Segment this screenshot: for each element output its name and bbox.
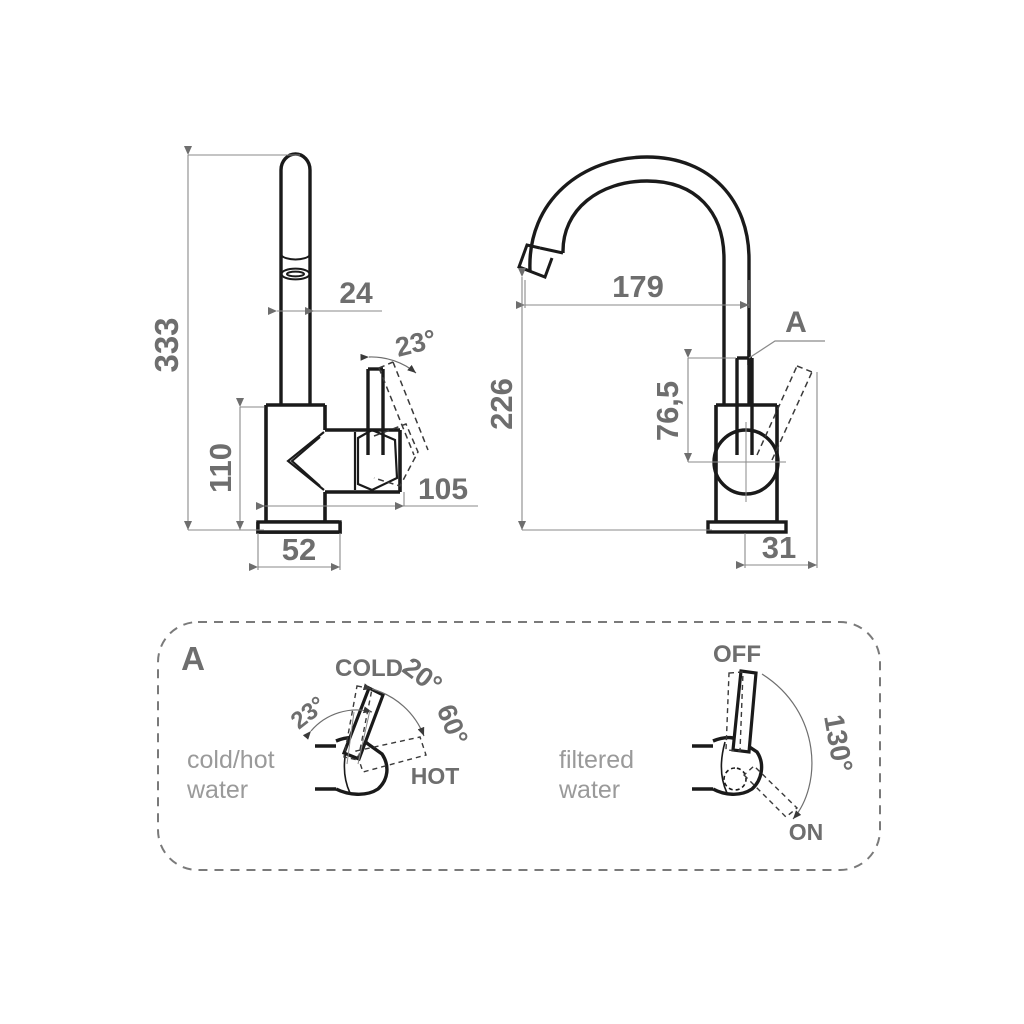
side-hub-centerlines xyxy=(706,422,786,502)
dim-179-label: 179 xyxy=(612,269,664,304)
dim-110-label: 110 xyxy=(203,443,238,493)
label-on: ON xyxy=(789,819,824,845)
dim-110 xyxy=(236,398,264,531)
front-column xyxy=(279,282,312,405)
front-body-v-notch xyxy=(286,431,325,491)
detail-item-filtered: filtered water xyxy=(558,641,859,845)
filtered-caption-line1: filtered xyxy=(559,746,634,774)
dim-105-label: 105 xyxy=(418,473,468,506)
filtered-lever xyxy=(731,669,758,754)
dim-angle-23-front xyxy=(360,353,417,374)
dim-52-label: 52 xyxy=(282,532,316,567)
side-view: 179 226 76,5 31 xyxy=(484,155,825,569)
front-spout-tube xyxy=(279,152,312,282)
label-off: OFF xyxy=(713,641,761,668)
filtered-caption-line2: water xyxy=(558,776,620,804)
dim-52 xyxy=(249,533,341,571)
detail-panel-title: A xyxy=(181,640,205,677)
side-lever-rotated-ghost xyxy=(756,365,813,461)
filtered-lever-ghosts xyxy=(725,671,799,818)
filtered-valve-body xyxy=(692,735,764,796)
detail-panel-border xyxy=(157,621,881,871)
label-hot: HOT xyxy=(411,763,460,789)
side-column xyxy=(722,350,751,405)
dim-226 xyxy=(518,268,712,531)
callout-a-label: A xyxy=(785,306,807,339)
label-cold: COLD xyxy=(335,655,403,682)
front-view: 333 24 110 105 xyxy=(148,146,478,571)
dim-226-label: 226 xyxy=(484,378,519,430)
cold-hot-caption-line1: cold/hot xyxy=(187,746,275,774)
callout-a-leader xyxy=(748,340,825,359)
dim-765 xyxy=(684,349,736,463)
dim-31-label: 31 xyxy=(762,530,796,565)
dim-31 xyxy=(736,372,818,569)
dim-333-label: 333 xyxy=(148,317,185,372)
side-base-plate xyxy=(706,520,788,534)
dim-105 xyxy=(256,492,478,510)
dim-765-label: 76,5 xyxy=(650,381,685,441)
filtered-angle-arc xyxy=(761,673,813,820)
front-lever-hub xyxy=(353,428,399,492)
filtered-valve-inner xyxy=(720,741,747,794)
front-aerator-ring xyxy=(280,254,311,281)
front-base-plate xyxy=(256,520,342,534)
cold-hot-ref-lines xyxy=(346,709,371,765)
side-spout-curve xyxy=(528,155,751,365)
cold-hot-caption-line2: water xyxy=(186,776,248,804)
cold-hot-angle-arcs xyxy=(302,683,425,740)
dim-24-label: 24 xyxy=(339,277,373,310)
